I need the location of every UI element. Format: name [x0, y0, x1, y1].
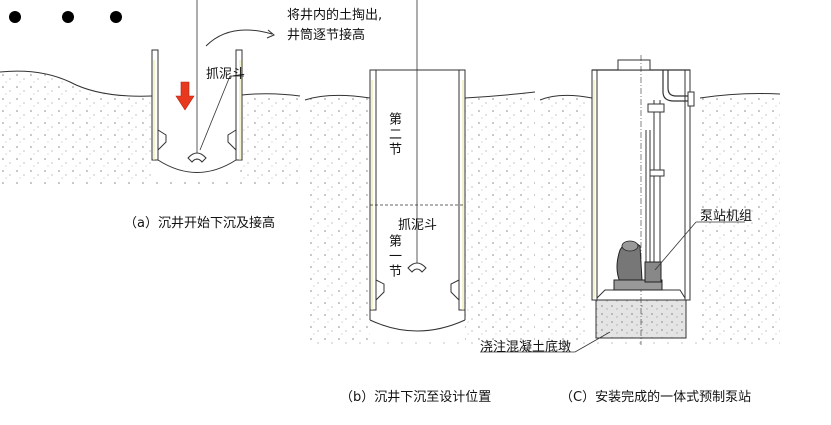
panel-c-base-label: 浇注混凝土底墩: [480, 340, 572, 355]
panel-b-section1-label: 第一节: [386, 234, 401, 279]
dot-1: [9, 11, 21, 23]
panel-c-drawing: [480, 55, 781, 353]
panel-a-down-arrow: [175, 81, 195, 111]
panel-b-grab-label: 抓泥斗: [398, 218, 438, 233]
panel-a-cutting-edge: [157, 129, 237, 151]
dot-3: [110, 11, 122, 23]
panel-c-soil: [540, 93, 780, 345]
panel-b-caption: （b）沉井下沉至设计位置: [340, 390, 492, 405]
panel-b-section2-label: 第二节: [386, 112, 401, 157]
panel-c-ground-line: [539, 94, 593, 101]
panel-a-curve-arrow: [205, 29, 273, 47]
panel-b-ground-line: [304, 94, 371, 101]
dot-2: [62, 11, 74, 23]
panel-a-note-line1: 将井内的土掏出,: [287, 8, 383, 23]
panel-b-bottom-arc: [369, 319, 466, 332]
panel-a-drawing: [0, 0, 301, 185]
panel-b-right-wall: [458, 69, 466, 311]
panel-a-note-line2: 井筒逐节接高: [287, 28, 366, 43]
panel-a-left-wall: [151, 49, 159, 161]
panel-b-grab-bucket: [407, 262, 427, 273]
panel-a-soil: [0, 71, 300, 185]
panel-b-drawing: [304, 0, 536, 345]
panel-a-ground-line: [0, 70, 153, 97]
panel-b-left-wall: [369, 69, 377, 311]
panel-a-right-wall: [235, 49, 243, 161]
panel-c-hatch: [617, 59, 651, 71]
panel-c-caption: （C）安装完成的一体式预制泵站: [560, 390, 752, 405]
panel-c-pump-label: 泵站机组: [700, 209, 753, 224]
panel-a-grab-label: 抓泥斗: [206, 67, 246, 82]
panel-b-soil: [305, 92, 535, 345]
panel-c-pump-base: [613, 279, 663, 291]
panel-a-bottom-arc: [157, 159, 237, 173]
panel-a-grab-bucket: [187, 152, 207, 163]
panel-a-caption: （a）沉井开始下沉及接高: [124, 216, 275, 231]
panel-c-discharge-pipe: [667, 70, 690, 97]
